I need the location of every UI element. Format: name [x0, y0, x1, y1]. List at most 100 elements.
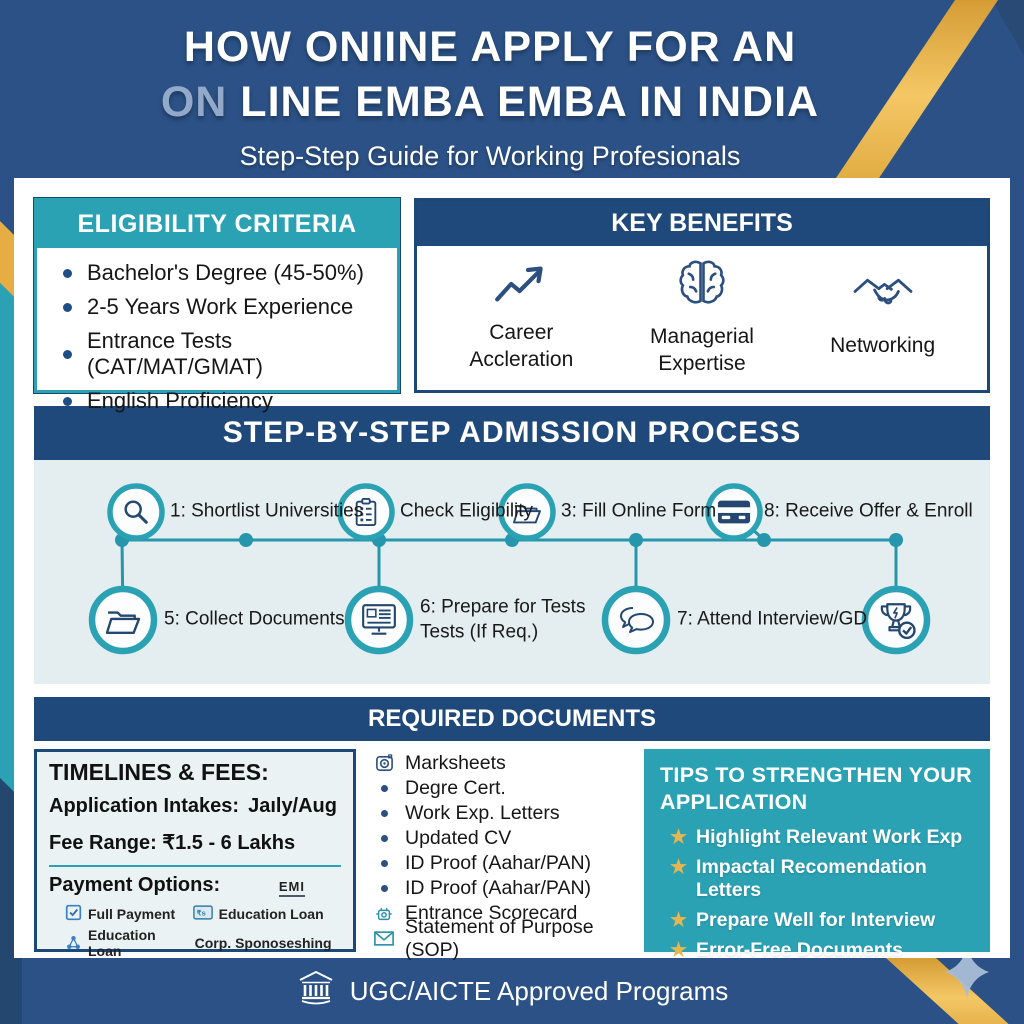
payment-options: Full Payment ₹s Education Loan — [49, 904, 341, 959]
tip-item: ★ Highlight Relevant Work Exp — [670, 826, 974, 849]
search-icon — [121, 497, 151, 527]
document-item: Statement of Purpose (SOP) — [372, 916, 632, 961]
tips-title: TIPS TO STRENGTHEN YOUR APPLICATION — [660, 763, 972, 814]
credit-card-icon — [717, 500, 751, 525]
star-icon: ★ — [670, 909, 688, 931]
bullet-icon — [63, 302, 72, 312]
process-section: STEP-BY-STEP ADMISSION PROCESS — [34, 406, 990, 684]
eligibility-panel: ELIGIBILITY CRITERIA Bachelor's Degree (… — [34, 198, 400, 413]
title-line1: HOW ONIINE APPLY FOR AN — [183, 23, 797, 71]
payment-option: Full Payment — [65, 904, 189, 924]
title-muted-word: ON — [160, 78, 228, 127]
handshake-icon — [850, 276, 916, 323]
corner-shade-top-right — [992, 0, 1024, 56]
star-icon: ★ — [670, 826, 688, 848]
benefits-title: KEY BENEFITS — [417, 201, 987, 246]
payment-title: Payment Options: — [49, 874, 221, 896]
timeline-graphic — [88, 483, 931, 655]
subtitle: Step-Step Guide for Working Profesionals — [239, 140, 741, 171]
process-step-label: 7: Attend Interview/GD — [677, 608, 868, 630]
bullet-icon — [372, 785, 396, 792]
top-row: ELIGIBILITY CRITERIA Bachelor's Degree (… — [34, 198, 990, 413]
payment-option-label: Education Loan — [218, 905, 324, 922]
star-icon: ★ — [670, 856, 688, 878]
bullet-icon — [63, 396, 72, 406]
documents-list: Marksheets Degre Cert. Work Exp. Letters… — [366, 749, 634, 961]
sparkle-icon — [945, 946, 989, 998]
tip-label: Prepare Well for Interview — [696, 908, 936, 931]
title-line2-rest: LINE EMBA EMBA IN INDIA — [227, 78, 820, 127]
document-item: Entrance Scorecard — [372, 901, 632, 926]
list-item: 2-5 Years Work Experience — [63, 294, 397, 320]
payment-option: Education Loan — [65, 928, 189, 959]
gold-stripe-top-right — [828, 0, 998, 190]
document-item: ID Proof (Aahar/PAN) — [372, 851, 632, 876]
eligibility-item-label: Entrance Tests (CAT/MAT/GMAT) — [87, 328, 263, 379]
documents-columns: TIMELINES & FEES: Application Intakes: J… — [34, 749, 990, 961]
eligibility-item-label: 2-5 Years Work Experience — [87, 294, 354, 319]
document-label: ID Proof (Aahar/PAN) — [405, 852, 592, 874]
process-step-label: 5: Collect Documents — [164, 608, 345, 630]
intakes-label: Application Intakes: — [49, 795, 240, 817]
bank-icon — [296, 970, 336, 1013]
tips-panel: TIPS TO STRENGTHEN YOUR APPLICATION ★ Hig… — [644, 749, 990, 961]
document-label: Statement of Purpose (SOP) — [405, 915, 594, 961]
payment-option: Corp. Sponoseshing — [193, 928, 341, 959]
document-label: Degre Cert. — [405, 777, 506, 799]
benefit-label: Career Accleration — [469, 321, 574, 371]
process-step-label: 1: Shortlist Universities — [170, 500, 364, 522]
tip-label: Error-Free Documents — [696, 938, 904, 961]
document-item: ID Proof (Aahar/PAN) — [372, 876, 632, 901]
process-title: STEP-BY-STEP ADMISSION PROCESS — [34, 406, 990, 460]
tips-list: ★ Highlight Relevant Work Exp ★ Impactal R… — [660, 826, 974, 962]
intakes-row: Application Intakes: Jaıly/Aug — [49, 795, 341, 818]
benefit-label: Managerial Expertise — [650, 325, 754, 375]
list-item: English Proficiency — [63, 388, 397, 414]
document-label: ID Proof (Aahar/PAN) — [405, 877, 592, 899]
trending-up-icon — [492, 263, 550, 310]
list-item: Entrance Tests (CAT/MAT/GMAT) — [63, 328, 397, 380]
process-step-label: 8: Receive Offer & Enroll — [764, 500, 973, 522]
document-label: Work Exp. Letters — [405, 802, 560, 824]
star-icon: ★ — [670, 939, 688, 961]
eligibility-title: ELIGIBILITY CRITERIA — [37, 201, 397, 248]
network-icon — [65, 934, 82, 954]
header: HOW ONIINE APPLY FOR AN ON LINE EMBA EMB… — [0, 23, 980, 172]
brain-icon — [677, 259, 727, 314]
documents-section: REQUIRED DOCUMENTS TIMELINES & FEES: App… — [34, 697, 990, 961]
payment-option-label: Full Payment — [88, 905, 176, 922]
process-step-label: Check Eligibility — [400, 500, 534, 522]
bullet-icon — [63, 268, 72, 278]
timelines-fees-panel: TIMELINES & FEES: Application Intakes: J… — [34, 749, 356, 958]
document-label: Marksheets — [405, 752, 506, 774]
payment-option-label: Education Loan — [88, 927, 156, 959]
bullet-icon — [372, 835, 396, 842]
folder-icon — [511, 499, 543, 525]
payment-option-label: Corp. Sponoseshing — [194, 935, 332, 952]
payment-header-row: Payment Options: EMI — [49, 874, 341, 897]
document-label: Entrance Scorecard — [405, 902, 578, 924]
document-item: Updated CV — [372, 826, 632, 851]
folder-icon — [103, 604, 143, 636]
tip-label: Highlight Relevant Work Exp — [696, 825, 963, 848]
footer: UGC/AICTE Approved Programs — [0, 958, 1024, 1024]
scorecard-icon — [372, 905, 396, 923]
benefits-body: Career Accleration Managerial Expertise — [417, 246, 987, 390]
document-item: Marksheets — [372, 751, 632, 776]
tip-item: ★ Error-Free Documents — [670, 939, 974, 962]
intakes-value: Jaıly/Aug — [248, 795, 337, 817]
checkbox-icon — [65, 904, 82, 924]
marksheet-icon — [372, 754, 396, 773]
benefit-item: Managerial Expertise — [617, 259, 787, 377]
benefits-panel: KEY BENEFITS Career Accleration — [414, 198, 990, 393]
benefit-item: Networking — [798, 276, 968, 359]
eligibility-item-label: English Proficiency — [87, 388, 273, 413]
document-label: Updated CV — [405, 827, 512, 849]
svg-text:₹s: ₹s — [196, 909, 205, 918]
eligibility-item-label: Bachelor's Degree (45-50%) — [87, 260, 364, 285]
tip-label: Impactal Recomendation Letters — [696, 855, 927, 901]
bullet-icon — [63, 349, 72, 359]
documents-title: REQUIRED DOCUMENTS — [34, 697, 990, 741]
tip-item: ★ Impactal Recomendation Letters — [670, 856, 974, 902]
